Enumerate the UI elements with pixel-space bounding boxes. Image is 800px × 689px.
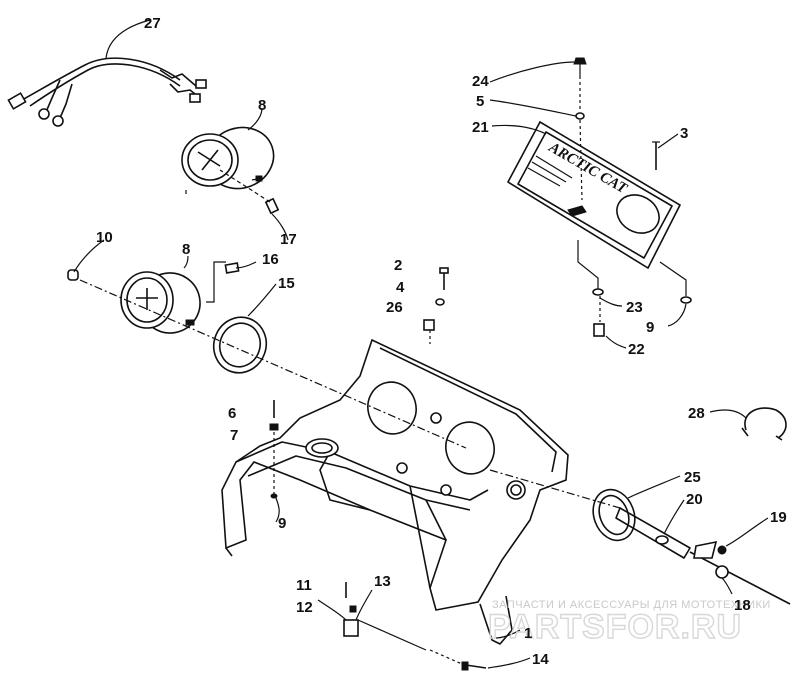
callout-2: 2 (394, 257, 402, 274)
wiring-harness (7, 57, 207, 127)
callout-23: 23 (626, 299, 643, 316)
watermark: ЗАПЧАСТИ И АКСЕССУАРЫ ДЛЯ МОТОТЕХНИКИ PA… (487, 599, 771, 647)
lower-gauge (120, 271, 201, 334)
callout-24: 24 (472, 73, 489, 90)
callout-18: 18 (734, 597, 751, 614)
bulb (67, 269, 79, 281)
callout-16: 16 (262, 251, 279, 268)
cable-assembly (592, 488, 791, 605)
callout-1: 1 (524, 625, 532, 642)
washer-2 (680, 296, 692, 304)
bezel-ring (212, 316, 268, 374)
callout-20: 20 (686, 491, 703, 508)
callout-14: 14 (532, 651, 549, 668)
callout-4: 4 (396, 279, 405, 296)
callout-19: 19 (770, 509, 787, 526)
callout-9-lower: 9 (278, 515, 286, 532)
leader-lines (73, 19, 769, 669)
callout-28: 28 (688, 405, 705, 422)
socket (224, 262, 240, 274)
clip (593, 323, 605, 337)
push-rivet (573, 57, 587, 65)
callout-7: 7 (230, 427, 238, 444)
callout-22: 22 (628, 341, 645, 358)
callout-12: 12 (296, 599, 313, 616)
watermark-brand: PARTSFOR.RU (488, 608, 742, 646)
screw-14 (465, 664, 487, 669)
snap-ring (744, 407, 787, 439)
callout-15: 15 (278, 275, 295, 292)
callout-labels: 27 8 24 5 21 3 17 10 8 16 15 2 4 26 23 9… (96, 15, 787, 668)
callout-17: 17 (280, 231, 297, 248)
callout-3: 3 (680, 125, 688, 142)
callout-21: 21 (472, 119, 489, 136)
bracket (343, 619, 359, 637)
callout-5: 5 (476, 93, 484, 110)
callout-13: 13 (374, 573, 391, 590)
callout-26: 26 (386, 299, 403, 316)
upper-gauge (181, 126, 280, 215)
callout-11: 11 (296, 577, 312, 594)
callout-9-upper: 9 (646, 319, 654, 336)
explode-lines (79, 169, 621, 509)
callout-8-upper: 8 (258, 97, 266, 114)
spacer (423, 319, 435, 331)
nut (592, 288, 604, 296)
callout-6: 6 (228, 405, 236, 422)
socket-leader (206, 261, 226, 303)
callout-27: 27 (144, 15, 161, 32)
watermark-caption: ЗАПЧАСТИ И АКСЕССУАРЫ ДЛЯ МОТОТЕХНИКИ (492, 599, 771, 611)
callout-25: 25 (684, 469, 701, 486)
lock-washer (435, 298, 445, 306)
washer (575, 112, 585, 120)
nut-7 (269, 423, 279, 431)
nameplate: ARCTIC CAT (506, 120, 682, 270)
callout-8-lower: 8 (182, 241, 190, 258)
callout-10: 10 (96, 229, 113, 246)
